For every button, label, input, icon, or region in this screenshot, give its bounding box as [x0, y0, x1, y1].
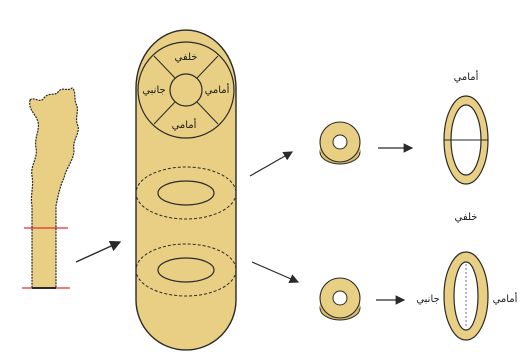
shaft-cylinder: خلفي جانبي أمامي أمامي — [136, 30, 236, 350]
oval-ring-lower: خلفي جانبي أمامي — [416, 212, 517, 340]
medullary-cavity — [170, 74, 202, 106]
oval-lower-label-top: خلفي — [455, 212, 478, 223]
small-ring-lower — [320, 278, 360, 320]
sector-label-right: أمامي — [205, 83, 230, 96]
arrow-bone-to-shaft — [76, 242, 120, 262]
oval-lower-label-left: جانبي — [416, 294, 439, 305]
oval-ring-upper: أمامي — [444, 70, 488, 184]
sector-label-left: جانبي — [142, 85, 165, 96]
sector-label-bottom: أمامي — [172, 118, 197, 131]
small-ring-upper — [320, 122, 360, 164]
sector-label-top: خلفي — [175, 52, 198, 63]
arrow-shaft-to-ring-upper — [250, 152, 292, 176]
oval-upper-label: أمامي — [454, 70, 479, 83]
femur-bone — [22, 88, 78, 288]
arrow-shaft-to-ring-lower — [252, 262, 298, 282]
oval-lower-label-right: أمامي — [493, 292, 518, 305]
